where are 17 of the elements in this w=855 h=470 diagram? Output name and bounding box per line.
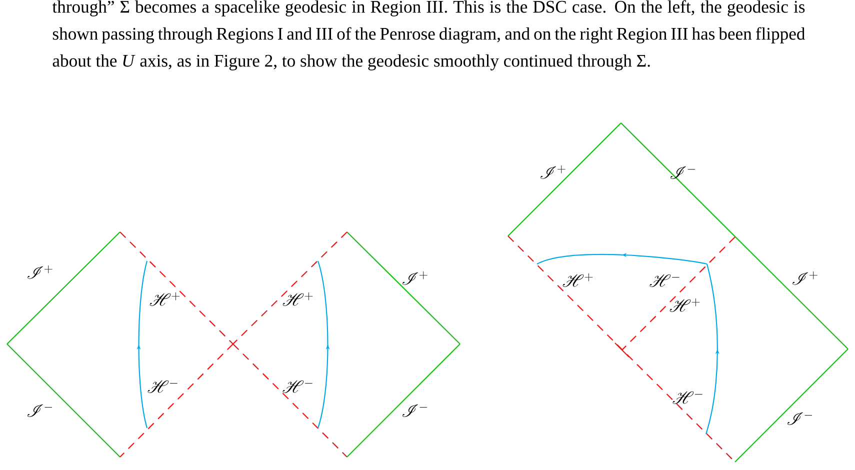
math-label: $\mathscr{H}^-$ [650, 274, 680, 287]
math-label: $\mathscr{H}^+$ [150, 292, 180, 306]
math-label: $\mathscr{I}^-$ [402, 404, 428, 417]
math-label: $\mathscr{H}^-$ [282, 380, 312, 393]
math-label: $\mathscr{H}^+$ [670, 298, 700, 312]
math-label: $\mathscr{I}^-$ [787, 412, 812, 425]
math-label: $\mathscr{I}^+$ [28, 265, 52, 279]
math-label: $\mathscr{I}^-$ [27, 404, 52, 417]
caption-text: through” Σ becomes a spacelike geodesic in Region III. This is the DSC case. On the left, the geodesic is shown passing through Regions I and III of the Penrose diagram, and on the right Region III has been flipped about the U axis, as in Figure 2, to show the geodesic smoothly continued through Σ. [52, 0, 806, 70]
math-label: $\mathscr{I}^+$ [402, 271, 428, 285]
math-label: $\mathscr{I}^-$ [670, 166, 696, 179]
math-label: $\mathscr{H}^-$ [672, 391, 702, 404]
math-label: $\mathscr{H}^-$ [148, 380, 178, 393]
math-label: $\mathscr{I}^+$ [792, 271, 818, 285]
math-label: $\mathscr{H}^+$ [562, 273, 593, 287]
math-label: $\mathscr{I}^+$ [540, 165, 566, 179]
math-label: $\mathscr{H}^+$ [282, 292, 313, 306]
